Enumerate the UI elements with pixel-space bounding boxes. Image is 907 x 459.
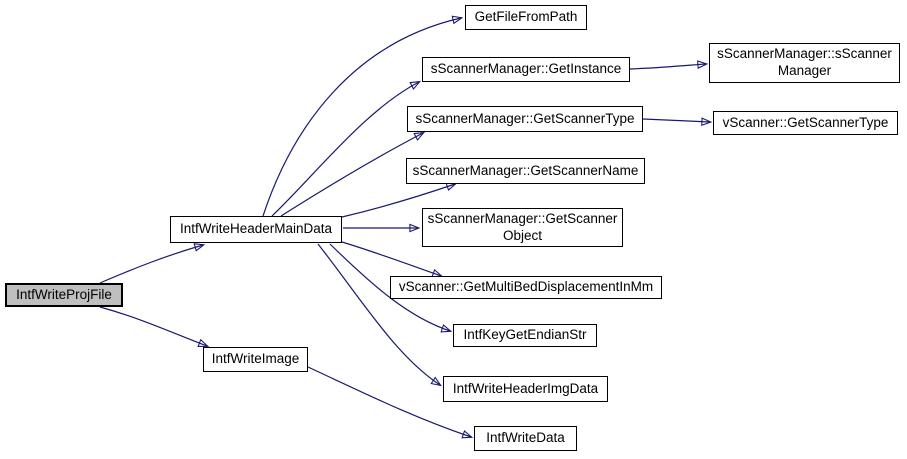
node-label: sScannerManager::GetScannerName — [412, 162, 639, 178]
node-label: sScannerManager::GetInstance — [430, 61, 622, 77]
node-label: IntfWriteData — [486, 430, 565, 446]
edge-headermaindata-to-getscannername — [341, 182, 458, 218]
node-intf-write-image[interactable]: IntfWriteImage — [203, 347, 308, 372]
node-label-line2: Object — [502, 227, 543, 243]
node-label-line1: sScannerManager::sScanner — [717, 46, 892, 62]
node-label: IntfWriteHeaderMainData — [179, 221, 333, 237]
node-sscannermanager-get-scanner-name[interactable]: sScannerManager::GetScannerName — [406, 158, 645, 184]
node-label: GetFileFromPath — [474, 9, 578, 25]
node-label: IntfKeyGetEndianStr — [463, 327, 587, 343]
node-label-line2: Manager — [777, 63, 832, 78]
node-intf-key-get-endian-str[interactable]: IntfKeyGetEndianStr — [453, 324, 597, 347]
edge-headermaindata-to-getinstance — [271, 80, 422, 217]
edge-getscannertype-to-vscanner-getscannertype — [642, 117, 713, 127]
edge-getinstance-to-sscannermanager-ctor — [629, 60, 709, 70]
node-intf-write-proj-file[interactable]: IntfWriteProjFile — [5, 283, 123, 307]
edge-projfile-to-headermaindata — [99, 243, 206, 284]
edge-headermaindata-to-getfilefrompath — [262, 15, 464, 217]
node-intf-write-header-main-data[interactable]: IntfWriteHeaderMainData — [170, 216, 342, 243]
edge-writeimage-to-writedata — [307, 366, 474, 439]
node-label: vScanner::GetMultiBedDisplacementInMm — [398, 279, 654, 295]
edge-headermaindata-to-getscannertype — [280, 131, 426, 217]
node-sscannermanager-get-scanner-type[interactable]: sScannerManager::GetScannerType — [407, 106, 643, 132]
node-get-file-from-path[interactable]: GetFileFromPath — [465, 5, 587, 30]
edge-headermaindata-to-getmultibeddisplacementinmm — [341, 241, 444, 278]
node-vscanner-get-multi-bed-displacement-in-mm[interactable]: vScanner::GetMultiBedDisplacementInMm — [390, 276, 662, 299]
node-vscanner-get-scanner-type[interactable]: vScanner::GetScannerType — [713, 111, 898, 135]
edge-headermaindata-to-writeheaderimgdata — [317, 243, 442, 387]
node-sscannermanager-get-scanner-object[interactable]: sScannerManager::GetScanner Object — [422, 208, 623, 247]
node-intf-write-header-img-data[interactable]: IntfWriteHeaderImgData — [443, 376, 608, 402]
edge-projfile-to-writeimage — [99, 306, 210, 348]
node-intf-write-data[interactable]: IntfWriteData — [474, 426, 577, 451]
node-label: sScannerManager::GetScannerType — [415, 110, 635, 126]
node-label: vScanner::GetScannerType — [722, 114, 889, 130]
node-label-line1: sScannerManager::GetScanner — [427, 210, 618, 226]
node-sscannermanager-sscanner-manager[interactable]: sScannerManager::sScanner Manager — [709, 43, 900, 83]
node-label: IntfWriteHeaderImgData — [452, 380, 599, 396]
node-label: IntfWriteImage — [211, 351, 300, 367]
node-label: IntfWriteProjFile — [16, 286, 112, 302]
node-sscannermanager-get-instance[interactable]: sScannerManager::GetInstance — [422, 57, 630, 82]
